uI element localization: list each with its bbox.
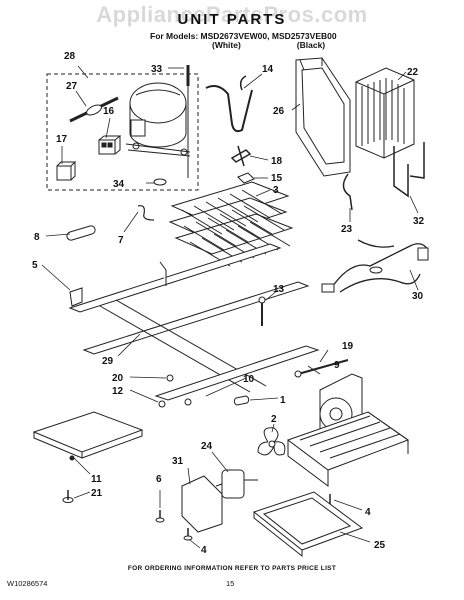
- callout-15: 15: [271, 173, 283, 184]
- variant-black: (Black): [296, 40, 326, 50]
- callout-18: 18: [271, 156, 283, 167]
- callout-31: 31: [172, 456, 184, 467]
- tube-part-14: [205, 85, 253, 133]
- clip-part-15: [237, 172, 255, 184]
- callout-28: 28: [64, 51, 76, 62]
- callout-13: 13: [273, 284, 285, 295]
- callout-14: 14: [262, 64, 274, 75]
- compressor-part-28: [125, 82, 191, 157]
- callout-4a: 4: [365, 507, 371, 518]
- cover-part-17: [56, 161, 77, 181]
- callout-5: 5: [32, 260, 38, 271]
- condenser-part-22: [355, 67, 415, 159]
- panel-part-26: [295, 57, 351, 177]
- harness-part-30: [321, 239, 429, 293]
- screw-part-19: [297, 359, 349, 375]
- watermark-text: AppliancePartsPros.com: [96, 2, 368, 27]
- variant-white: (White): [212, 40, 241, 50]
- page-number: 15: [226, 579, 235, 588]
- screw-part-20: [166, 374, 174, 382]
- motor-part-24: [215, 469, 258, 499]
- callout-9: 9: [334, 360, 340, 371]
- callout-6: 6: [156, 474, 162, 485]
- callout-8: 8: [34, 232, 40, 243]
- base-part: [286, 411, 410, 487]
- callout-26: 26: [273, 106, 285, 117]
- grommet-part-1: [233, 395, 250, 406]
- bracket-part-31: [181, 475, 223, 533]
- callout-4b: 4: [201, 545, 207, 556]
- model-variants: (White) (Black): [212, 40, 325, 50]
- tubing-part-32: [393, 142, 425, 198]
- callout-10: 10: [243, 374, 255, 385]
- coil-part-3: [168, 181, 294, 267]
- compressor-group-box: [46, 73, 199, 191]
- callout-23: 23: [341, 224, 353, 235]
- callout-34: 34: [113, 179, 125, 190]
- callout-3: 3: [273, 185, 279, 196]
- callout-16: 16: [103, 106, 115, 117]
- callout-12: 12: [112, 386, 124, 397]
- callout-25: 25: [374, 540, 386, 551]
- document-number: W10286574: [7, 579, 48, 588]
- callout-20: 20: [112, 373, 124, 384]
- callout-21: 21: [91, 488, 103, 499]
- callout-32: 32: [413, 216, 425, 227]
- ordering-note: FOR ORDERING INFORMATION REFER TO PARTS …: [127, 565, 337, 572]
- bracket-part-18: [230, 145, 252, 167]
- callout-30: 30: [412, 291, 424, 302]
- callout-1: 1: [280, 395, 286, 406]
- relay-part-16: [98, 135, 122, 155]
- callout-11: 11: [91, 474, 102, 485]
- wire-part-7: [137, 205, 155, 221]
- callout-33: 33: [151, 64, 163, 75]
- cover-part-11: [32, 411, 144, 453]
- callout-29: 29: [102, 356, 114, 367]
- callout-24: 24: [201, 441, 213, 452]
- callout-17: 17: [56, 134, 68, 145]
- callout-2: 2: [271, 414, 277, 425]
- callout-19: 19: [342, 341, 354, 352]
- callout-7: 7: [118, 235, 124, 246]
- tube-part-8: [66, 225, 96, 241]
- fanblade-part-2: [257, 427, 286, 456]
- screw-part-12: [158, 400, 166, 408]
- overload-part-27: [69, 96, 119, 123]
- callout-22: 22: [407, 67, 419, 78]
- frame-part-29: [68, 243, 320, 401]
- models-line: For Models: MSD2673VEW00, MSD2573VEB00: [150, 31, 337, 41]
- leader-lines: [41, 65, 419, 549]
- page-title: UNIT PARTS: [177, 11, 287, 28]
- tube-part-23: [342, 173, 353, 211]
- grommet-part-34: [153, 178, 167, 186]
- callout-27: 27: [66, 81, 78, 92]
- drainpan-part-25: [252, 491, 364, 558]
